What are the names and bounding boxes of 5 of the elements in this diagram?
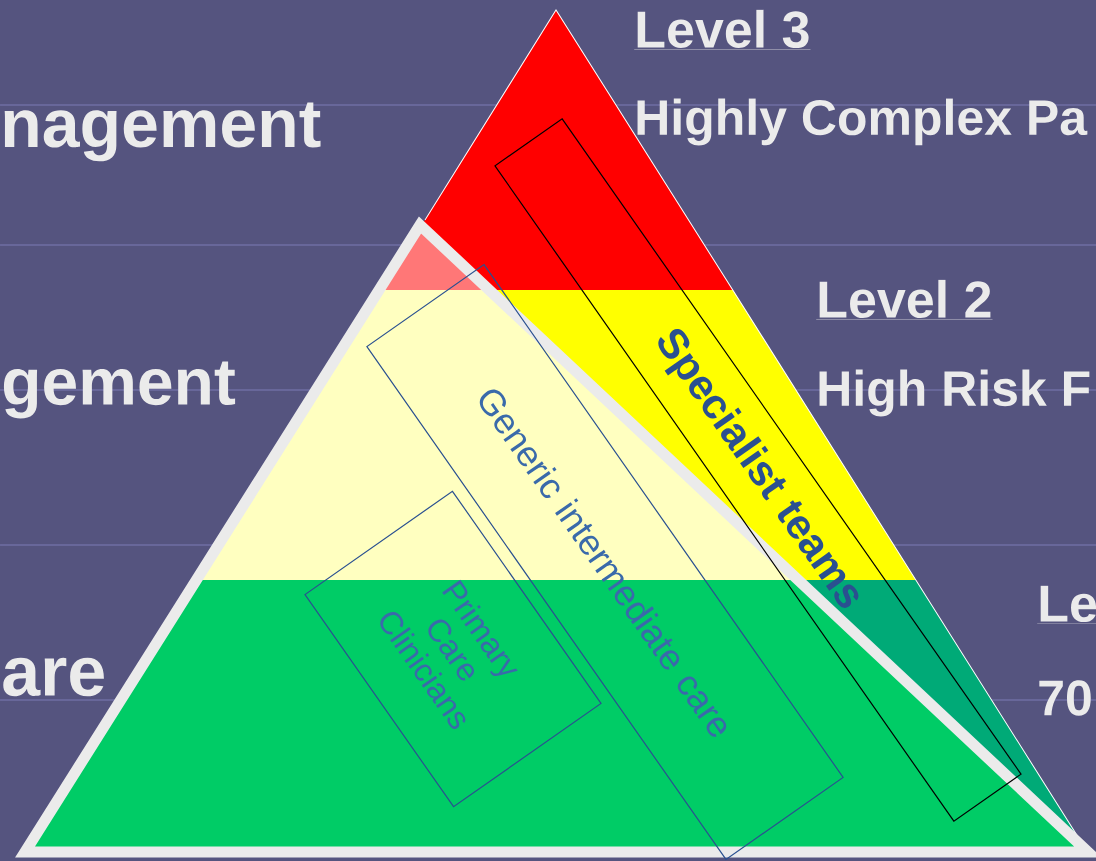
level-heading: Level 3 (634, 9, 811, 50)
side-label: gement (3, 361, 236, 419)
level-heading: Le (1037, 585, 1096, 624)
side-label: nagement (4, 102, 321, 162)
side-label: are (3, 657, 104, 697)
